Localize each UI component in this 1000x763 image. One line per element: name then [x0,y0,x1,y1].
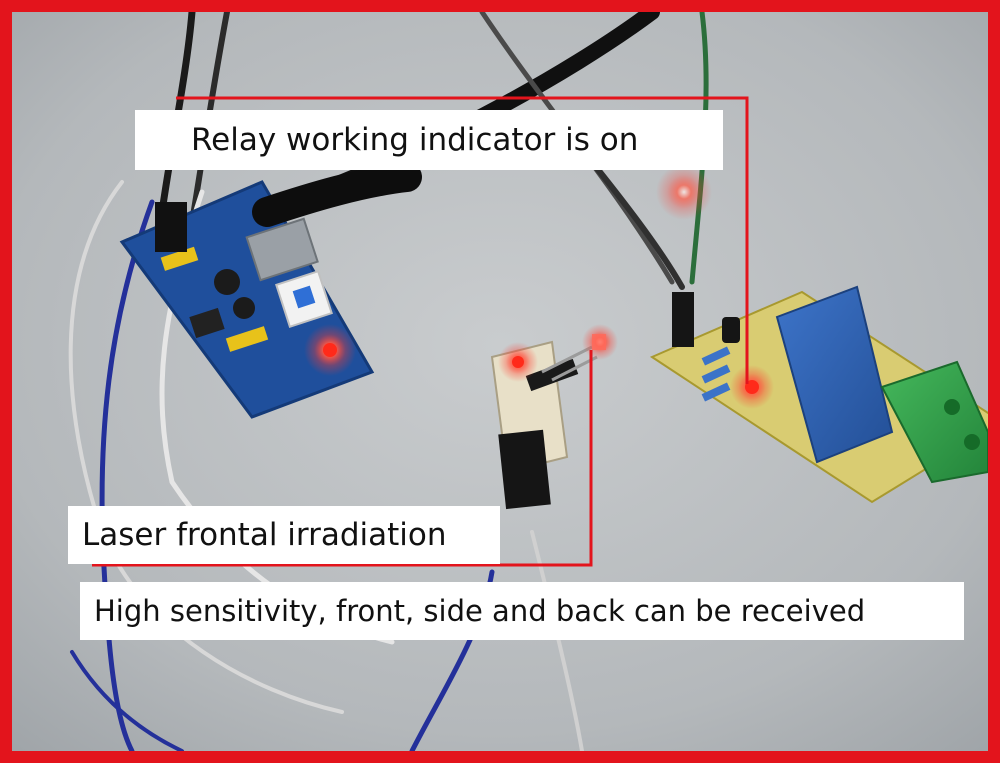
usb-port [245,217,319,282]
relay-module-board [649,285,988,504]
laser-receiver-module [490,324,618,510]
callout-lines [92,96,749,567]
relay-input-header [672,292,694,347]
sensitivity-label: High sensitivity, front, side and back c… [80,582,964,640]
relay-indicator-label: Relay working indicator is on [135,110,723,170]
reflection-glow [656,164,712,220]
barrel-connector [252,162,422,227]
screw-terminal [880,360,988,484]
jumper-header [155,202,187,252]
relay-callout-line [176,96,749,384]
relay-block [775,285,894,464]
laser-callout-line [92,350,593,567]
laser-irradiation-label: Laser frontal irradiation [68,506,500,564]
